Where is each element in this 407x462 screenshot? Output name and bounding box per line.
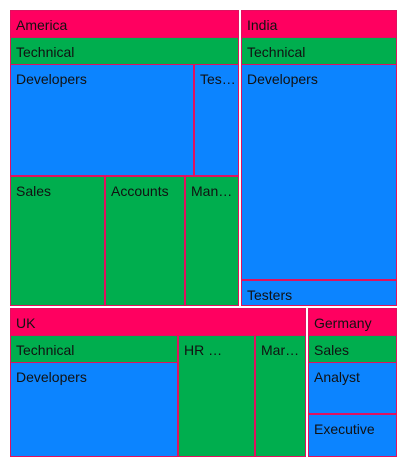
treemap-node-uk-developers[interactable]: Developers [10, 362, 178, 457]
treemap-label-america-management: Man… [191, 183, 233, 199]
treemap-node-germany-executive[interactable]: Executive [308, 414, 397, 457]
treemap-label-america-accounts: Accounts [111, 183, 169, 199]
treemap-node-america-accounts[interactable]: Accounts [105, 176, 185, 306]
treemap-label-germany-executive: Executive [314, 421, 375, 437]
treemap-node-america-developers[interactable]: Developers [10, 64, 194, 176]
treemap-label-uk-marketing: Mar… [261, 342, 300, 358]
treemap-node-germany-analyst[interactable]: Analyst [308, 362, 397, 414]
treemap-node-india-testers[interactable]: Testers [241, 280, 397, 306]
treemap-node-america-sales[interactable]: Sales [10, 176, 105, 306]
treemap-label-uk-technical: Technical [16, 342, 75, 358]
treemap-node-india-developers[interactable]: Developers [241, 64, 397, 280]
treemap-label-uk: UK [16, 315, 36, 331]
treemap-node-uk-hr[interactable]: HR … [178, 335, 255, 457]
treemap-label-america-testers: Tes… [200, 71, 235, 87]
treemap-label-america-technical: Technical [16, 44, 75, 60]
treemap-label-uk-hr: HR … [184, 342, 223, 358]
treemap-label-india: India [247, 17, 278, 33]
treemap-node-uk-marketing[interactable]: Mar… [255, 335, 306, 457]
treemap-node-america-testers[interactable]: Tes… [194, 64, 239, 176]
treemap-label-germany: Germany [314, 315, 372, 331]
treemap-label-america: America [16, 17, 68, 33]
treemap-label-germany-sales: Sales [314, 342, 350, 358]
treemap-label-uk-developers: Developers [16, 369, 87, 385]
treemap-label-india-testers: Testers [247, 287, 293, 303]
treemap-label-america-developers: Developers [16, 71, 87, 87]
treemap-label-india-developers: Developers [247, 71, 318, 87]
treemap-label-america-sales: Sales [16, 183, 52, 199]
treemap-label-india-technical: Technical [247, 44, 306, 60]
treemap-label-germany-analyst: Analyst [314, 369, 360, 385]
treemap-node-america-management[interactable]: Man… [185, 176, 239, 306]
